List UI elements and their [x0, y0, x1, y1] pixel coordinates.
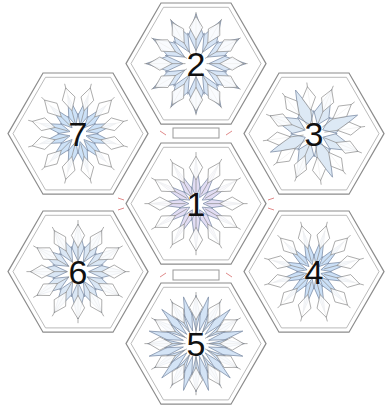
callout-number: 5 — [187, 327, 206, 361]
snowflake-hexagon: 6 — [6, 209, 150, 334]
snowflake-pattern — [263, 83, 365, 185]
callout-number: 6 — [69, 255, 88, 289]
snowflake-pattern — [26, 220, 129, 323]
snowflake-hexagon: 4 — [242, 209, 386, 334]
snowflake-pattern — [144, 152, 247, 255]
snowflake-pattern — [28, 84, 128, 184]
snowflake-hexagon: 7 — [6, 71, 150, 196]
snowflake-hexagon: 3 — [242, 71, 386, 196]
callout-number: 1 — [187, 187, 206, 221]
snowflake-pattern — [144, 292, 247, 395]
snowflake-hexagon: 1 — [124, 141, 268, 266]
callout-number: 3 — [305, 117, 324, 151]
snowflake-pattern — [144, 12, 247, 115]
callout-number: 2 — [187, 47, 206, 81]
snowflake-hexagon: 2 — [124, 1, 268, 126]
tab — [173, 270, 219, 280]
callout-number: 4 — [305, 255, 324, 289]
callout-number: 7 — [69, 117, 88, 151]
snowflake-hexagon: 5 — [124, 281, 268, 406]
snowflake-pattern — [264, 222, 364, 322]
tab — [173, 128, 219, 138]
join-ticks — [118, 131, 274, 277]
